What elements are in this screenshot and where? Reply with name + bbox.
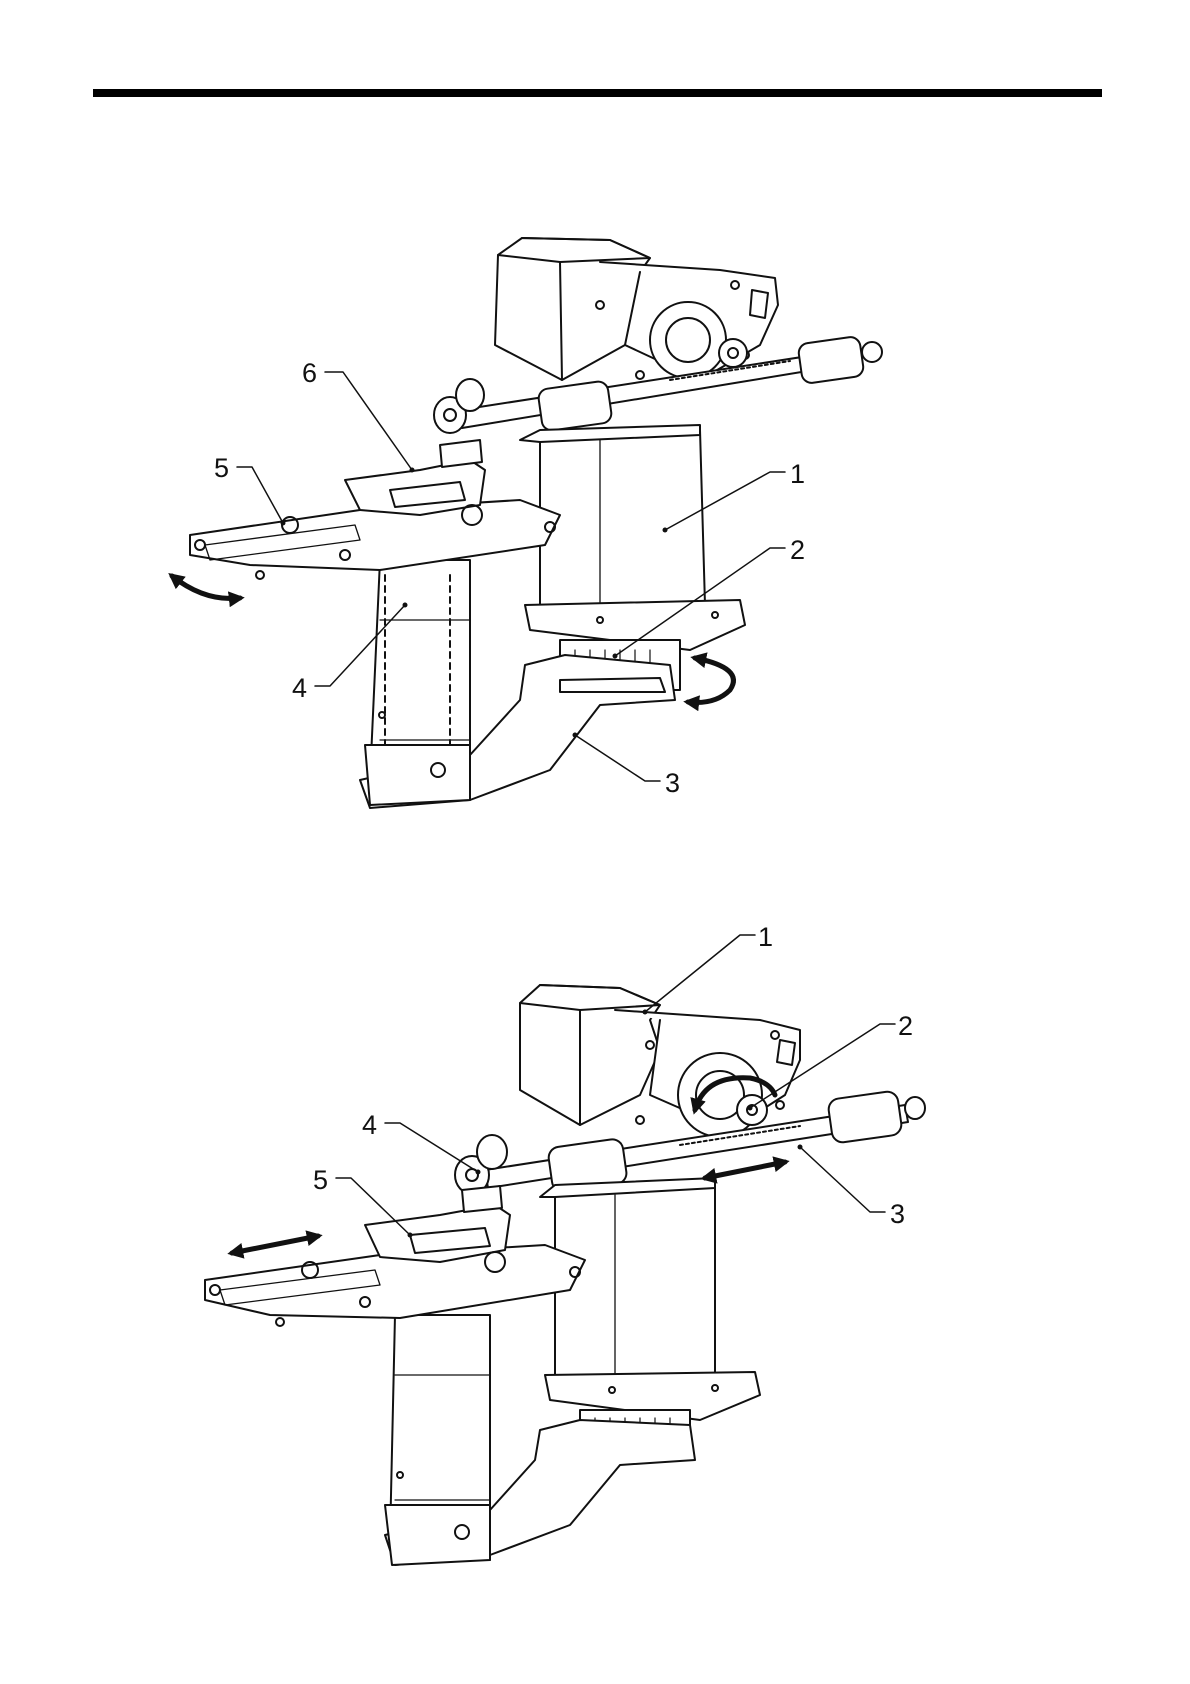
pinion-gear-top — [719, 339, 747, 367]
callout-bottom-5: 5 — [313, 1165, 328, 1195]
callout-bottom-2: 2 — [898, 1011, 913, 1041]
pivot-column-top — [365, 560, 470, 805]
plate-linear-arrow — [232, 1236, 318, 1253]
pulley-rotation-arrow — [688, 658, 733, 703]
callout-top-4: 4 — [292, 673, 307, 703]
drive-motor-top — [520, 425, 745, 650]
callout-top-3: 3 — [665, 768, 680, 798]
rack-linear-arrow — [705, 1162, 785, 1178]
header-rule — [93, 89, 1102, 97]
bottom-figure — [205, 935, 925, 1565]
callout-top-2: 2 — [790, 535, 805, 565]
callout-bottom-1: 1 — [758, 922, 773, 952]
callout-top-5: 5 — [214, 453, 229, 483]
pivot-column-bottom — [385, 1315, 490, 1565]
drive-motor-bottom — [540, 1178, 760, 1420]
callout-bottom-4: 4 — [362, 1110, 377, 1140]
top-figure — [172, 238, 882, 808]
callout-top-6: 6 — [302, 358, 317, 388]
pivot-rotation-arrow — [172, 576, 240, 599]
callout-bottom-3: 3 — [890, 1199, 905, 1229]
callout-top-1: 1 — [790, 459, 805, 489]
